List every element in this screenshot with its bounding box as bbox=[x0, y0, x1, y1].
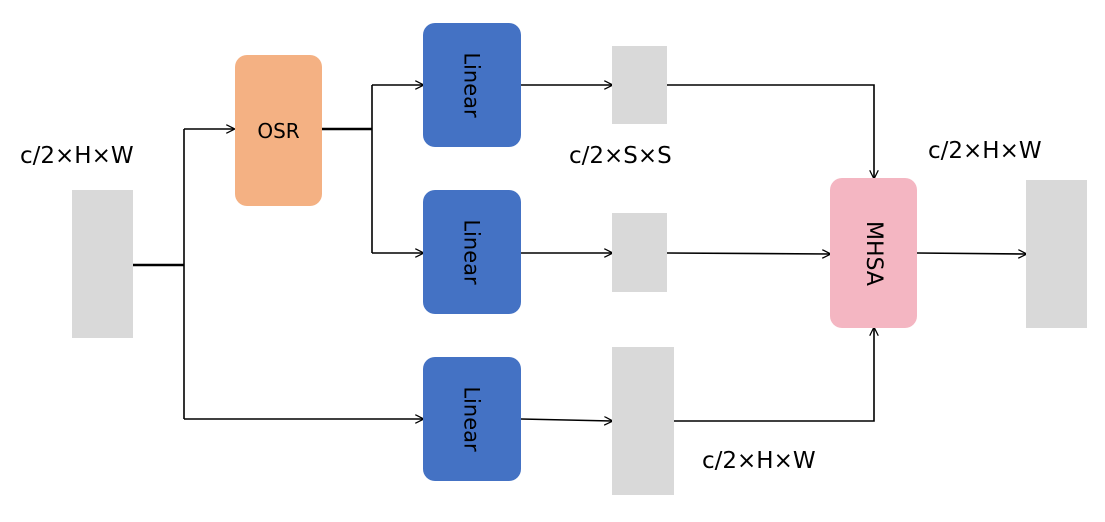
linear-mid-label: Linear bbox=[460, 219, 484, 285]
output-tensor bbox=[1026, 180, 1087, 328]
value-tensor bbox=[612, 347, 674, 495]
linear-block-top: Linear bbox=[423, 23, 521, 147]
input-dimension-label: c/2×H×W bbox=[20, 143, 134, 169]
linear-bottom-to-value-arrow bbox=[520, 419, 612, 421]
query-to-mhsa-arrow bbox=[666, 253, 830, 254]
output-dimension-label: c/2×H×W bbox=[928, 138, 1042, 164]
mhsa-block: MHSA bbox=[830, 178, 917, 328]
input-tensor bbox=[72, 190, 133, 338]
key-tensor bbox=[612, 46, 667, 124]
value-to-mhsa-arrow bbox=[674, 328, 874, 422]
mhsa-label: MHSA bbox=[860, 220, 886, 286]
key-to-mhsa-arrow bbox=[667, 84, 874, 178]
osr-block: OSR bbox=[235, 55, 322, 206]
query-tensor bbox=[612, 213, 667, 292]
osr-label: OSR bbox=[257, 118, 300, 143]
linear-block-middle: Linear bbox=[423, 190, 521, 314]
linear-bottom-label: Linear bbox=[460, 386, 484, 452]
mhsa-to-output-arrow bbox=[916, 253, 1026, 254]
linear-top-label: Linear bbox=[460, 52, 484, 118]
linear-block-bottom: Linear bbox=[423, 357, 521, 481]
value-dimension-label: c/2×H×W bbox=[702, 448, 816, 474]
reduced-dimension-label: c/2×S×S bbox=[569, 143, 672, 169]
